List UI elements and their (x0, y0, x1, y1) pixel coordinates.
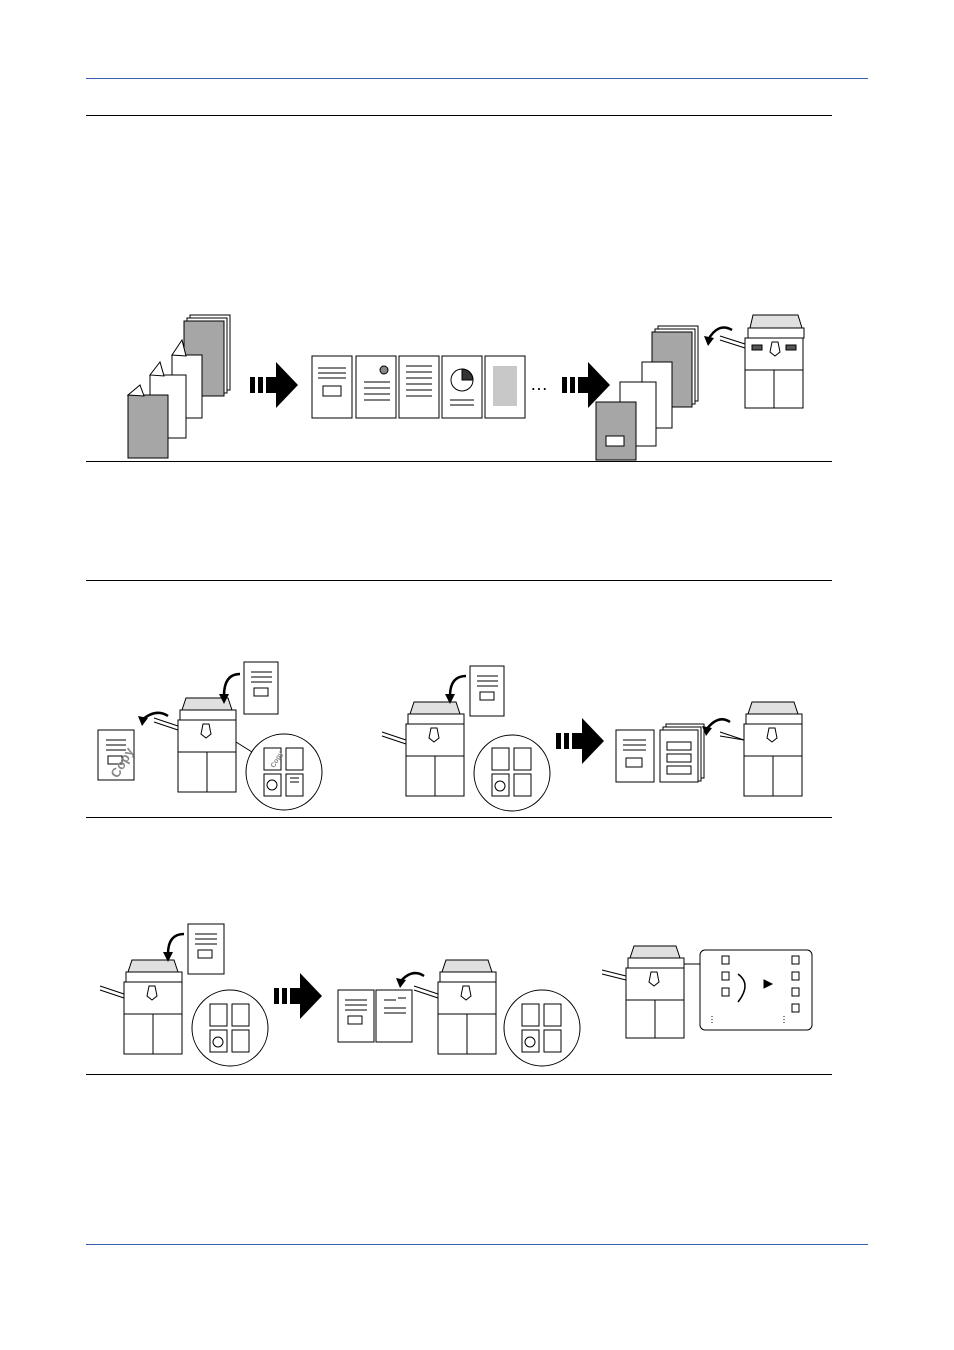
printer-icon (720, 315, 804, 408)
document-page-icon (312, 356, 352, 418)
printer-icon (154, 698, 236, 792)
figure-overlay: Copy Copy (96, 660, 836, 815)
section-rule-1 (86, 115, 832, 116)
bold-arrow-icon (250, 362, 298, 408)
document-page-icon (470, 666, 504, 716)
magnify-circle-icon (504, 990, 580, 1066)
section-rule-4 (86, 817, 832, 818)
rotate-arrow-icon (450, 676, 466, 696)
section-rule-3 (86, 580, 832, 581)
printer-icon (602, 946, 700, 1038)
rotate-arrow-icon (224, 674, 240, 696)
rotate-arrow-icon (168, 934, 184, 954)
rotation-panel (700, 950, 812, 1030)
printer-icon (100, 960, 182, 1054)
section-rule-2 (86, 461, 832, 462)
output-stack-icon (596, 326, 698, 460)
bold-arrow-icon (274, 973, 322, 1019)
document-page-icon (376, 990, 412, 1042)
document-page-icon (244, 662, 278, 714)
ellipsis: … (530, 374, 548, 394)
printer-icon (720, 702, 802, 796)
stamped-page-icon (98, 730, 134, 780)
printer-icon (414, 960, 496, 1054)
gray-page-icon (485, 356, 525, 418)
header-rule (86, 78, 868, 79)
original-stack-icon (128, 315, 230, 458)
magnify-circle-icon (474, 735, 550, 811)
document-page-icon (356, 356, 396, 418)
footer-rule (86, 1244, 868, 1245)
printer-icon (382, 702, 464, 796)
document-page-icon (616, 730, 654, 782)
section-rule-5 (86, 1074, 832, 1075)
form-stack-icon (660, 724, 704, 782)
figure-mixed-originals: … (120, 300, 820, 465)
bold-arrow-icon (562, 362, 610, 408)
document-page-icon (188, 924, 224, 974)
pie-chart-page-icon (442, 356, 482, 418)
document-page-icon (338, 990, 374, 1042)
magnify-circle-icon (246, 734, 322, 810)
bold-arrow-icon (556, 718, 604, 764)
magnify-circle-icon (192, 990, 268, 1066)
page-row (312, 356, 525, 418)
figure-form-overlay (96, 920, 836, 1070)
document-page-icon (399, 356, 439, 418)
